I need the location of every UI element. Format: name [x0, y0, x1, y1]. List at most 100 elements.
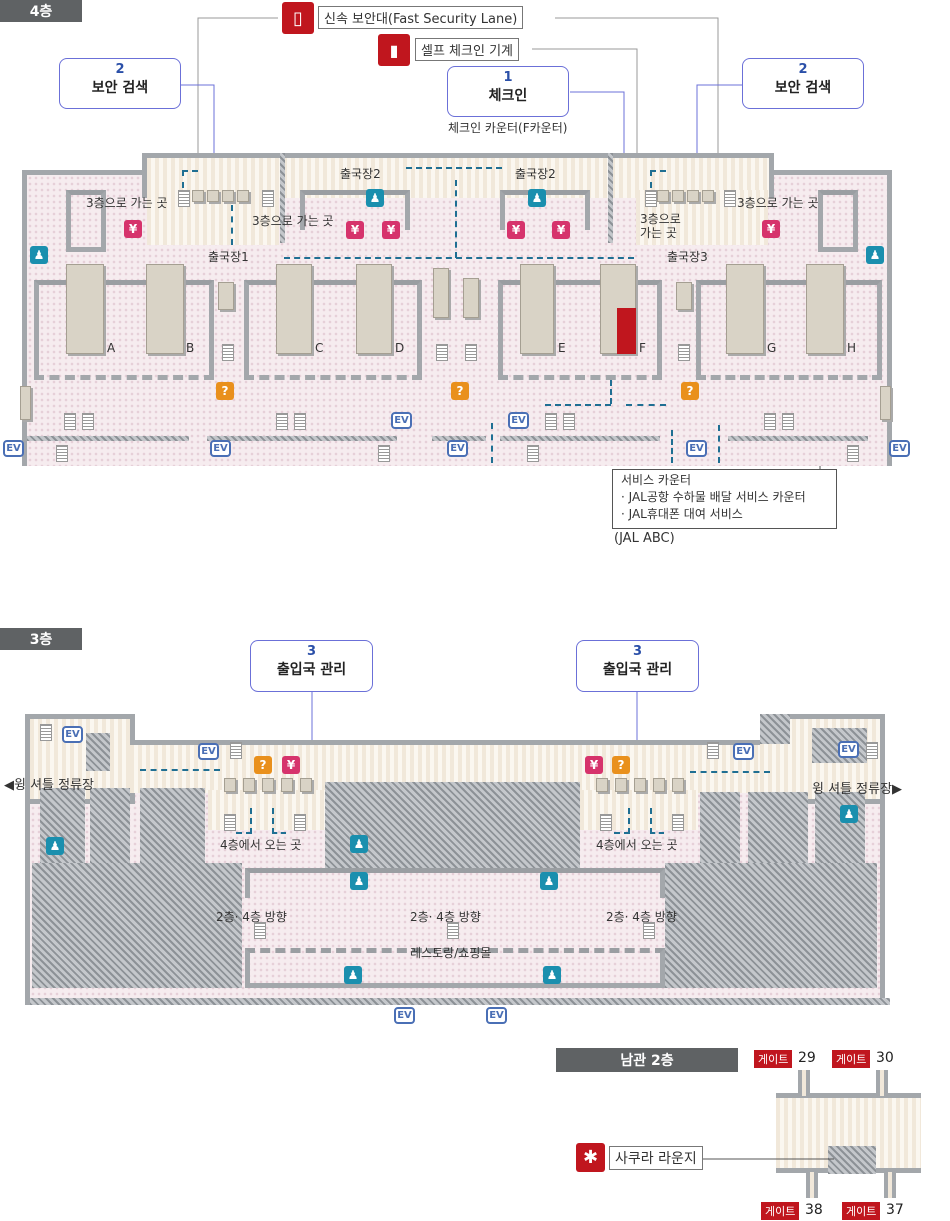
kiosk — [676, 282, 692, 310]
step-title: 체크인 — [488, 88, 528, 104]
elevator-icon: EV — [508, 412, 529, 429]
route-arrow — [690, 771, 770, 773]
escalator-icon — [545, 413, 557, 430]
kiosk — [218, 282, 234, 310]
escalator-icon — [276, 413, 288, 430]
sakura-lounge-area[interactable] — [828, 1146, 876, 1174]
departure-1-label: 출국장1 — [208, 250, 249, 264]
route-arrow — [718, 425, 720, 463]
counter-label-a: A — [107, 341, 116, 355]
self-checkin-label: 셀프 체크인 기계 — [415, 38, 519, 61]
elevator-icon: EV — [889, 440, 910, 457]
immigration-right[interactable]: 3 출입국 관리 — [576, 640, 699, 692]
escalator-icon — [230, 742, 242, 759]
currency-exchange-icon: ¥ — [124, 220, 142, 238]
security-check-left[interactable]: 2 보안 검색 — [59, 58, 181, 109]
restricted-block — [140, 788, 205, 863]
to-3f-label: 3층으로 가는 곳 — [252, 214, 334, 228]
bottom-wall — [500, 436, 660, 441]
counter-area-ef — [498, 280, 662, 380]
gate-number[interactable]: 29 — [798, 1050, 816, 1066]
counter-area-gh — [696, 280, 882, 380]
counter-left — [20, 386, 31, 420]
route-arrow — [272, 808, 286, 834]
escalator-icon — [262, 190, 274, 207]
restricted-block — [760, 714, 790, 744]
checkin-counter-e — [520, 264, 554, 354]
restricted-block — [32, 863, 242, 988]
restroom-icon: ♟ — [350, 872, 368, 890]
restricted-block — [86, 733, 110, 771]
escalator-icon — [643, 922, 655, 939]
to-3f-label: 3층으로 가는 곳 — [86, 196, 168, 210]
gate-number[interactable]: 38 — [805, 1202, 823, 1218]
route-arrow — [545, 404, 611, 406]
wall — [280, 153, 285, 243]
departure-2-label-b: 출국장2 — [515, 167, 556, 181]
currency-exchange-icon: ¥ — [382, 221, 400, 239]
elevator-icon: EV — [733, 743, 754, 760]
restricted-block — [700, 792, 740, 864]
service-title: 서비스 카운터 — [621, 473, 692, 487]
checkin-sub-label: 체크인 카운터(F카운터) — [448, 121, 568, 135]
restroom-icon: ♟ — [543, 966, 561, 984]
information-icon: ? — [254, 756, 272, 774]
checkin-counter-d — [356, 264, 392, 354]
gate-label: 게이트 — [761, 1202, 800, 1220]
step-title: 출입국 관리 — [276, 662, 347, 678]
information-icon: ? — [451, 382, 469, 400]
gate-number[interactable]: 37 — [886, 1202, 904, 1218]
checkin-box[interactable]: 1 체크인 — [447, 66, 569, 117]
escalator-icon — [678, 344, 690, 361]
bottom-wall — [728, 436, 868, 441]
elevator-icon: EV — [838, 741, 859, 758]
direction-label: 2층· 4층 방향 — [410, 910, 481, 924]
departure-3-label: 출국장3 — [667, 250, 708, 264]
route-arrow — [406, 167, 502, 169]
kiosk — [463, 278, 479, 318]
step-title: 보안 검색 — [91, 80, 149, 96]
escalator-icon — [294, 814, 306, 831]
checkin-counter-h — [806, 264, 844, 354]
security-check-right[interactable]: 2 보안 검색 — [742, 58, 864, 109]
bottom-wall — [30, 998, 890, 1005]
route-arrow — [455, 180, 457, 258]
restroom-icon: ♟ — [528, 189, 546, 207]
restricted-block — [325, 782, 580, 872]
wing-shuttle-right-label[interactable]: 윙 셔틀 정류장▶ — [812, 782, 903, 797]
escalator-icon — [645, 190, 657, 207]
currency-exchange-icon: ¥ — [585, 756, 603, 774]
security-lanes-left — [192, 190, 249, 202]
restricted-block — [90, 788, 130, 863]
departure-2-label-a: 출국장2 — [340, 167, 381, 181]
floor-4-tag: 4층 — [0, 0, 82, 22]
from-4f-label: 4층에서 오는 곳 — [596, 838, 678, 852]
elevator-icon: EV — [394, 1007, 415, 1024]
lounge-callout-line — [700, 1158, 834, 1160]
service-item: · JAL휴대폰 대여 서비스 — [621, 507, 743, 521]
currency-exchange-icon: ¥ — [346, 221, 364, 239]
route-arrow — [182, 170, 198, 188]
restricted-block — [665, 863, 877, 988]
immigration-booths-left — [224, 778, 312, 792]
counter-label-c: C — [315, 341, 324, 355]
bottom-wall — [27, 436, 189, 441]
currency-exchange-icon: ¥ — [282, 756, 300, 774]
to-3f-label: 가는 곳 — [640, 226, 677, 240]
escalator-icon — [447, 922, 459, 939]
immigration-left[interactable]: 3 출입국 관리 — [250, 640, 373, 692]
step-title: 출입국 관리 — [602, 662, 673, 678]
escalator-icon — [254, 922, 266, 939]
currency-exchange-icon: ¥ — [552, 221, 570, 239]
step-title: 보안 검색 — [774, 80, 832, 96]
route-arrow — [650, 170, 666, 188]
shop-row — [245, 948, 665, 988]
wing-shuttle-left-label[interactable]: ◀윙 셔틀 정류장 — [4, 778, 95, 793]
direction-label: 2층· 4층 방향 — [216, 910, 287, 924]
escalator-icon — [782, 413, 794, 430]
gate-number[interactable]: 30 — [876, 1050, 894, 1066]
restroom-icon: ♟ — [30, 246, 48, 264]
counter-label-h: H — [847, 341, 857, 355]
route-arrow — [626, 404, 666, 406]
service-counter[interactable] — [880, 386, 891, 420]
